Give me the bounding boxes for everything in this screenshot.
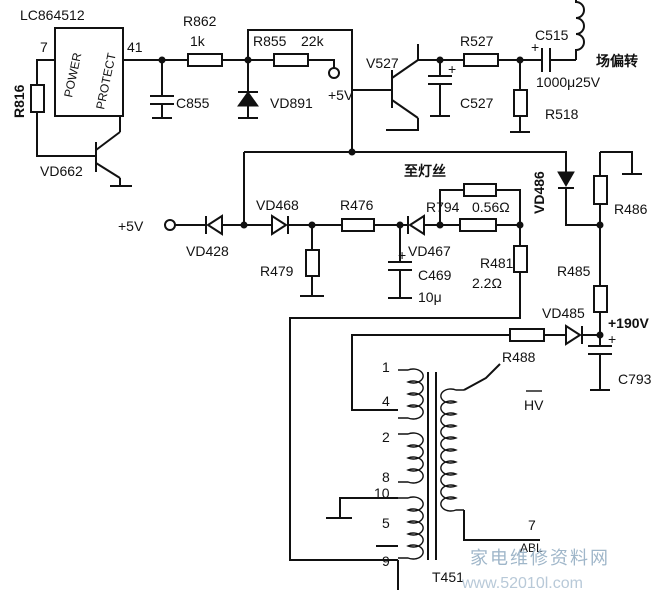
t451-pin4: 4 [382,393,390,409]
abl-label: ABL [520,541,543,555]
c527-plus: + [448,61,456,77]
vd428-label: VD428 [186,243,229,259]
vd486-diode: VD486 [531,171,604,229]
r481-series-body [459,218,497,232]
vd891-zener: VD891 [237,60,313,119]
t451-pin5: 5 [382,515,390,531]
r855-label: R855 [253,33,287,49]
ic-body [54,27,124,117]
c469-plus: + [398,247,406,263]
t451-pin9: 9 [382,553,390,569]
vd467-label: VD467 [408,243,451,259]
c793-plus: + [608,331,616,347]
r862-value: 1k [190,33,206,49]
r479-branch: R479 [260,225,324,297]
r485-label: R485 [557,263,591,279]
vd485-label: VD485 [542,305,585,321]
r862-label: R862 [183,13,217,29]
plus5v-top-label: +5V [328,87,354,103]
r479-label: R479 [260,263,294,279]
ic-pin-7-label: 7 [40,39,48,55]
plus190v-label: +190V [608,315,650,331]
c527-capacitor: + C527 [428,61,494,117]
ic-name-label: LC864512 [20,7,85,23]
r481-resistor [513,245,528,273]
field-yoke-label: 场偏转 [596,53,638,69]
c469-capacitor: + C469 10μ [388,225,452,305]
r794-resistor [463,183,497,197]
r486-resistor [593,175,608,205]
v527-transistor: V527 [352,44,444,131]
r794-value: 0.56Ω [472,199,510,215]
plus5v-top-terminal [328,67,340,79]
t451-pin1: 1 [382,359,390,375]
ic-lc864512: LC864512 POWER PROTECT 7 41 [20,7,143,117]
to-filament-label: 至灯丝 [404,163,446,179]
r479-resistor [305,249,320,277]
right-column: R486 R485 +190V [557,151,650,346]
c469-label: C469 [418,267,452,283]
top-line: R862 1k R855 22k +5V [123,13,354,103]
yoke-branch: R527 + C515 1000μ25V 场偏转 R518 [440,0,638,133]
r486-label: R486 [614,201,648,217]
t451-pin2: 2 [382,429,390,445]
c855-capacitor: C855 [150,60,210,119]
c515-value: 1000μ25V [536,74,601,90]
vd662-label: VD662 [40,163,83,179]
t451-pin8: 8 [382,469,390,485]
r518-label: R518 [545,106,579,122]
watermark-url: www.52010l.com [461,575,583,592]
r518-resistor [513,89,528,117]
r481-vertical: R481 2.2Ω [289,225,528,561]
r488-vd485-branch: VD485 R488 [351,305,600,411]
vd486-label: VD486 [531,171,547,214]
r488-resistor [509,328,545,342]
t451-pin10: 10 [374,485,390,501]
r476-resistor [341,218,375,232]
vd891-label: VD891 [270,95,313,111]
r816-branch: R816 VD662 [11,59,132,187]
plus5v-left-terminal [164,219,176,231]
r794-label: R794 [426,199,460,215]
r816-resistor [30,84,45,113]
r855-resistor [273,53,309,67]
r816-label: R816 [11,84,27,118]
watermark: 家电维修资料网 www.52010l.com [461,548,610,592]
vd468-label: VD468 [256,197,299,213]
plus5v-left-label: +5V [118,218,144,234]
filament-line: +5V VD428 VD468 R476 VD467 R794 0.56Ω [118,163,524,259]
t451-transformer: 1 4 2 8 10 5 9 7 HV ABL T451 [326,359,544,590]
r527-label: R527 [460,33,494,49]
c469-value: 10μ [418,289,442,305]
t451-label: T451 [432,569,464,585]
r481-label: R481 [480,255,514,271]
ic-pin-41-label: 41 [127,39,143,55]
watermark-text: 家电维修资料网 [470,548,610,569]
c527-label: C527 [460,95,494,111]
v527-label: V527 [366,55,399,71]
r862-resistor [187,53,223,67]
c515-plus: + [531,39,539,55]
r485-resistor [593,285,608,313]
c793-label: C793 [618,371,652,387]
t451-pin7: 7 [528,517,536,533]
r481-value: 2.2Ω [472,275,502,291]
c793-capacitor: + C793 [588,331,652,391]
middle-bus [240,151,567,229]
hv-label: HV [524,397,544,413]
c855-label: C855 [176,95,210,111]
r527-resistor [463,53,499,67]
r476-label: R476 [340,197,374,213]
r855-value: 22k [301,33,325,49]
c515-label: C515 [535,27,569,43]
r488-label: R488 [502,349,536,365]
